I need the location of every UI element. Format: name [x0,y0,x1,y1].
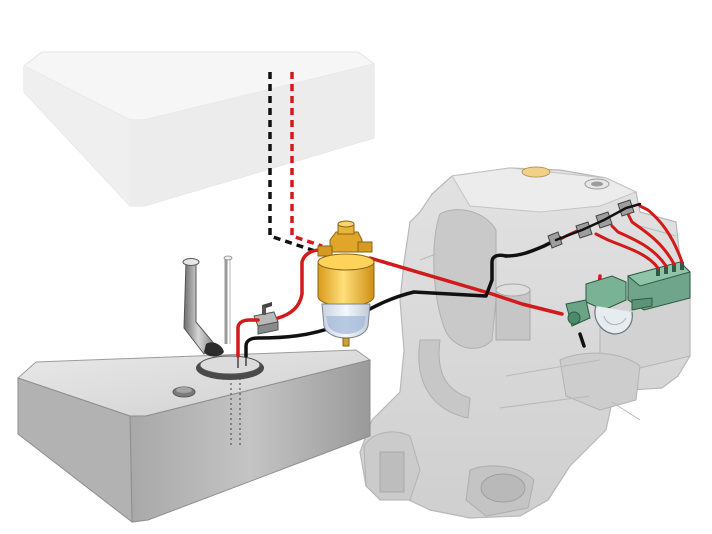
shutoff-valve [253,302,279,335]
upper-tank-fuel-lines [268,72,323,254]
lower-fuel-tank [17,349,372,524]
upper-fuel-tank [23,51,376,207]
injection-pump [565,261,691,335]
engine-block [359,166,691,519]
tank-sender-unit [182,255,264,380]
fuel-filter [317,220,375,347]
leak-off-return-line [554,202,642,242]
oil-filler-cap-icon [521,166,551,178]
